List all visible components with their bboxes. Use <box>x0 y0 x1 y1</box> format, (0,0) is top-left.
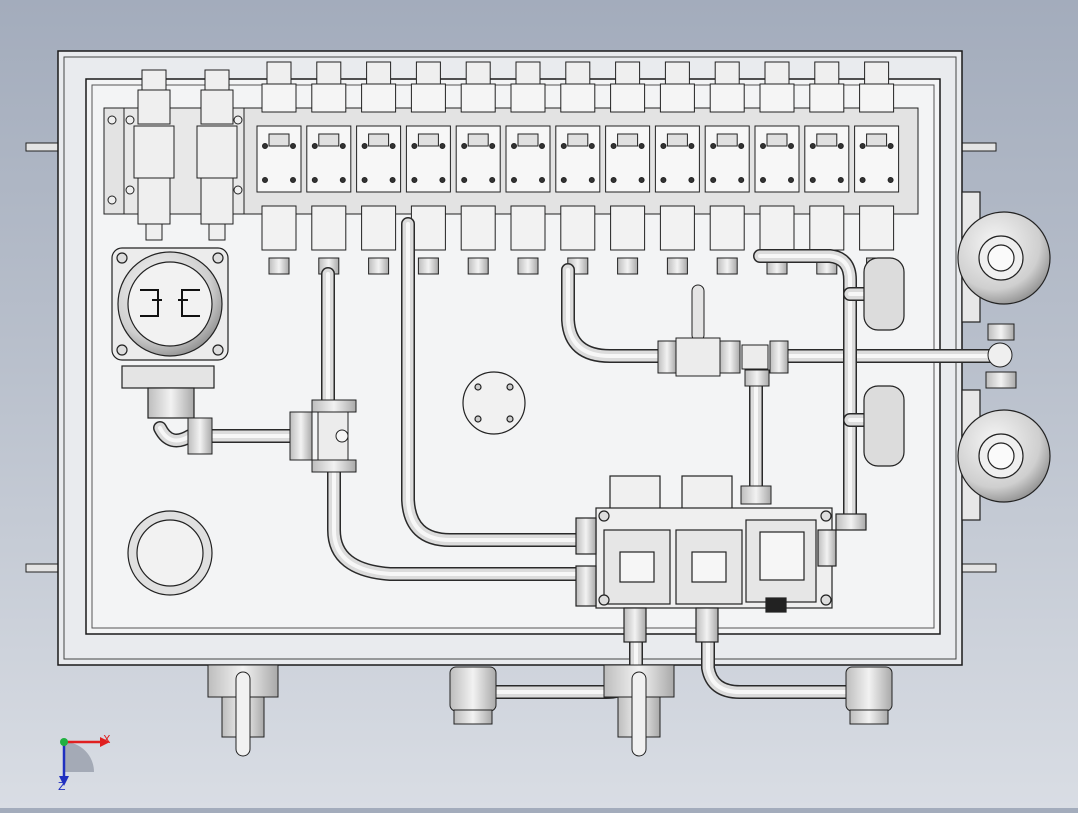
axis-x-label: X <box>103 733 111 746</box>
solenoid-valve-6[interactable] <box>505 61 551 275</box>
coordinate-triad <box>59 737 110 786</box>
solenoid-valve-12[interactable] <box>804 61 850 275</box>
solenoid-valve-10[interactable] <box>704 61 750 275</box>
filler-cap[interactable] <box>127 510 213 596</box>
pipe-to-ball-valve[interactable] <box>561 263 667 363</box>
round-cover-plate[interactable] <box>462 371 526 435</box>
solenoid-valve-3[interactable] <box>356 61 402 275</box>
cable-gland-left[interactable] <box>207 664 279 757</box>
hydraulic-manifold-block[interactable] <box>575 475 867 643</box>
solenoid-valve-9[interactable] <box>654 61 700 275</box>
pipe-right-loop[interactable] <box>753 249 857 521</box>
pipe-lower-feed[interactable] <box>327 465 587 581</box>
gauge-connector <box>985 323 1017 389</box>
cable-gland-center[interactable] <box>603 664 675 757</box>
solenoid-valve-4[interactable] <box>405 61 451 275</box>
solenoid-valve-2[interactable] <box>306 61 352 275</box>
axis-z-label: Z <box>58 780 66 793</box>
solenoid-valve-13[interactable] <box>854 61 900 275</box>
solenoid-valve-11[interactable] <box>754 61 800 275</box>
solenoid-valve-1[interactable] <box>256 61 302 275</box>
ball-valve[interactable] <box>657 284 789 505</box>
pressure-gauge-upper[interactable] <box>863 191 1051 331</box>
solenoid-valve-8[interactable] <box>605 61 651 275</box>
solenoid-valve-5[interactable] <box>455 61 501 275</box>
pipe-bottom-right-return[interactable] <box>701 635 857 699</box>
pipe-upper-feed[interactable] <box>401 217 587 547</box>
solenoid-valve-bank[interactable] <box>256 61 900 275</box>
tee-fitting-left[interactable] <box>187 399 357 473</box>
junction-box[interactable] <box>111 247 229 419</box>
pressure-gauge-lower[interactable] <box>863 385 1051 521</box>
bottom-elbow-fittings[interactable] <box>449 666 893 725</box>
left-valve-pair[interactable] <box>107 69 245 241</box>
solenoid-valve-7[interactable] <box>555 61 601 275</box>
